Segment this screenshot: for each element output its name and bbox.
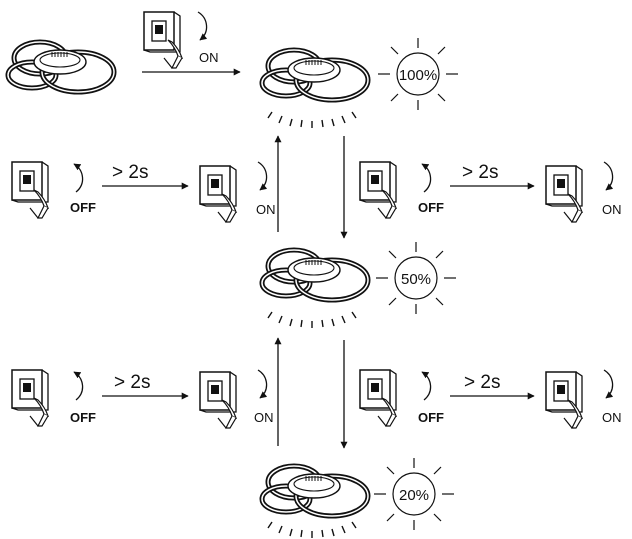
switch-on-top	[143, 11, 207, 69]
glow-icon	[267, 111, 357, 129]
on-label: ON	[254, 410, 274, 425]
level-100-label: 100%	[399, 67, 437, 84]
glow-icon	[267, 311, 357, 329]
delay-label: > 2s	[462, 162, 498, 183]
delay-label: > 2s	[112, 162, 148, 183]
level-20-label: 20%	[399, 487, 429, 504]
delay-label: > 2s	[114, 372, 150, 393]
lamp-on-icon	[262, 250, 368, 300]
delay-label: > 2s	[464, 372, 500, 393]
lamp-on-icon	[262, 466, 368, 516]
lamp-on-icon	[262, 50, 368, 100]
level-50-label: 50%	[401, 271, 431, 288]
brightness-sun-100: 100%	[377, 37, 459, 111]
glow-icon	[267, 521, 357, 539]
off-label: OFF	[418, 410, 444, 425]
brightness-sun-20: 20%	[373, 457, 455, 531]
on-label: ON	[199, 50, 219, 65]
off-label: OFF	[70, 200, 96, 215]
on-label: ON	[602, 202, 622, 217]
brightness-sun-50: 50%	[375, 241, 457, 315]
off-label: OFF	[418, 200, 444, 215]
on-label: ON	[602, 410, 622, 425]
lamp-off-icon	[8, 42, 114, 92]
on-label: ON	[256, 202, 276, 217]
off-label: OFF	[70, 410, 96, 425]
